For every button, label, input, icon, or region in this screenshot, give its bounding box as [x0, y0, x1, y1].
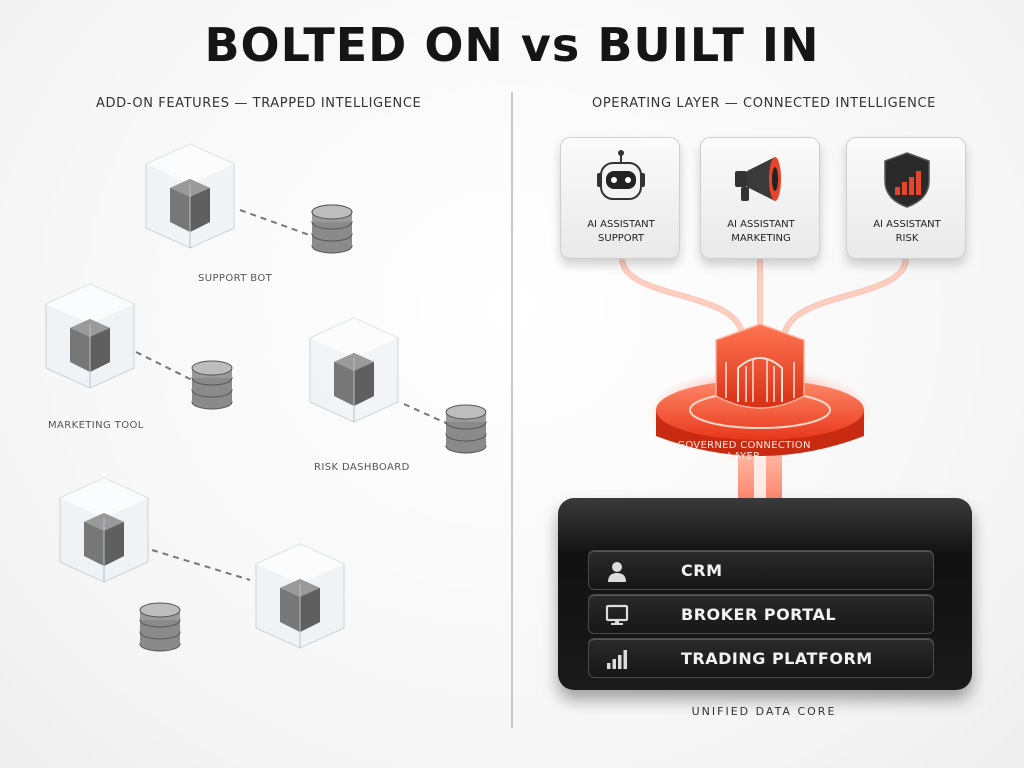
feature-label-support: SUPPORT BOT: [198, 273, 273, 284]
core-row-label: CRM: [681, 561, 723, 580]
right-section-heading: OPERATING LAYER — CONNECTED INTELLIGENCE: [592, 96, 936, 111]
user-icon: [608, 562, 626, 582]
page-title: BOLTED ON vs BUILT IN: [204, 18, 820, 72]
assistant-label-risk: AI ASSISTANT RISK: [873, 219, 941, 244]
assistant-label-marketing: AI ASSISTANT MARKETING: [727, 219, 795, 244]
feature-label-risk: RISK DASHBOARD: [314, 462, 410, 473]
glass-cube-icon: [309, 317, 399, 423]
megaphone-icon: [735, 157, 781, 201]
center-divider: [511, 92, 513, 728]
database-icon: [445, 404, 487, 454]
glass-cube-icon: [59, 477, 149, 583]
connection-layer-label: GOVERNED CONNECTION LAYER: [677, 440, 811, 462]
gate-shield-icon: [715, 323, 805, 409]
bars-icon: [607, 650, 627, 669]
core-row-trading-platform[interactable]: TRADING PLATFORM: [588, 638, 934, 678]
monitor-icon: [605, 604, 629, 625]
core-row-label: TRADING PLATFORM: [681, 649, 873, 668]
database-icon: [139, 602, 181, 652]
assistant-card-risk[interactable]: AI ASSISTANT RISK: [846, 137, 966, 259]
core-row-label: BROKER PORTAL: [681, 605, 837, 624]
core-row-crm[interactable]: CRM: [588, 550, 934, 590]
unified-data-core: CRM BROKER PORTAL TRADING PLATFORM: [558, 498, 972, 690]
database-icon: [191, 360, 233, 410]
shield-chart-icon: [884, 152, 930, 208]
database-icon: [311, 204, 353, 254]
feature-label-marketing: MARKETING TOOL: [48, 420, 144, 431]
robot-icon: [597, 150, 645, 200]
glass-cube-icon: [145, 143, 235, 249]
glass-cube-icon: [255, 543, 345, 649]
assistant-card-marketing[interactable]: AI ASSISTANT MARKETING: [700, 137, 820, 259]
left-section-heading: ADD-ON FEATURES — TRAPPED INTELLIGENCE: [96, 96, 422, 111]
core-row-broker-portal[interactable]: BROKER PORTAL: [588, 594, 934, 634]
assistant-card-support[interactable]: AI ASSISTANT SUPPORT: [560, 137, 680, 259]
core-caption: UNIFIED DATA CORE: [691, 705, 837, 718]
assistant-label-support: AI ASSISTANT SUPPORT: [587, 219, 655, 244]
glass-cube-icon: [45, 283, 135, 389]
